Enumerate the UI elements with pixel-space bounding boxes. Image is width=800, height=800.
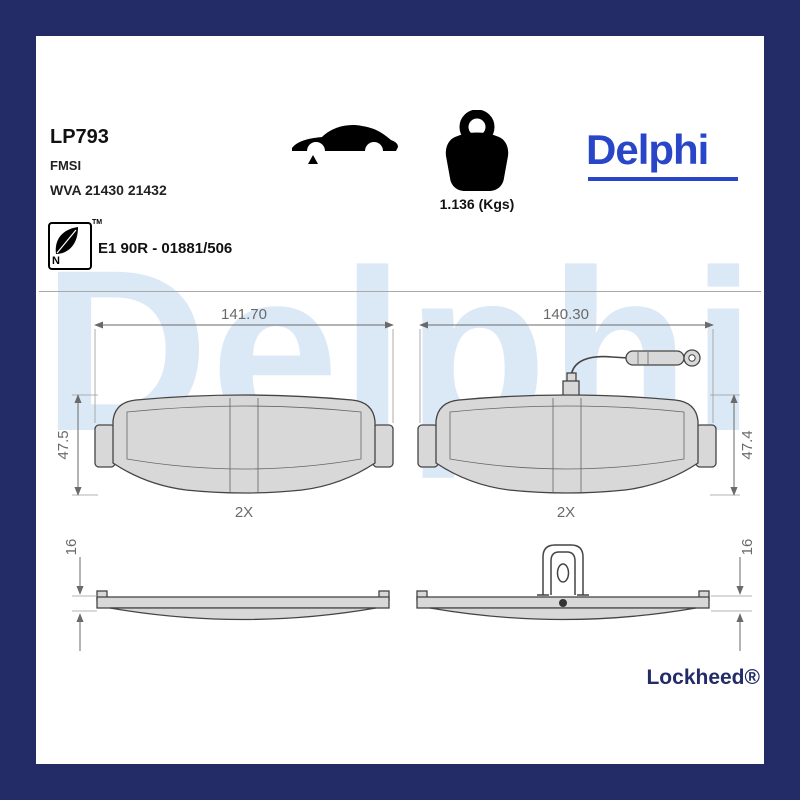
technical-drawing: 141.70 47.5 2X 140.30	[55, 306, 756, 651]
brake-pad-datasheet: Delphi LP793 FMSI WVA 21430 21432 1.136 …	[36, 36, 764, 764]
right-pad-tab	[417, 424, 439, 468]
right-pad-outline	[435, 394, 699, 494]
retaining-clip-loop	[556, 563, 570, 583]
leaf-icon	[55, 227, 78, 254]
eco-n-label: N	[52, 255, 60, 267]
header-divider	[39, 291, 761, 292]
wear-sensor-wire	[570, 355, 629, 380]
wear-sensor-body	[625, 350, 685, 366]
right-height-dim: 47.4	[739, 430, 756, 459]
left-pad-outline	[112, 394, 376, 494]
left-pad-tab	[372, 424, 394, 468]
delphi-logo-underline	[588, 177, 738, 181]
delphi-logo: Delphi	[586, 126, 709, 173]
right-profile-rivet	[559, 599, 567, 607]
right-width-dim: 140.30	[543, 306, 589, 323]
part-number: LP793	[50, 126, 109, 148]
right-thickness-dim: 16	[739, 539, 756, 556]
left-thickness-dim: 16	[63, 539, 80, 556]
left-height-dim: 47.5	[55, 430, 72, 459]
weight-icon	[445, 110, 509, 191]
retaining-clip-outer	[537, 544, 589, 596]
left-profile-friction	[109, 607, 377, 621]
left-profile-plate	[96, 596, 390, 609]
fmsi-label: FMSI	[50, 158, 82, 173]
wear-sensor-eyelet-hole	[688, 354, 696, 362]
eco-leaf-icon: N	[48, 222, 92, 270]
left-pad-friction-line	[126, 405, 362, 470]
right-pad-friction-line	[449, 405, 685, 470]
left-qty-label: 2X	[235, 504, 253, 521]
lockheed-logo: Lockheed®	[646, 666, 760, 689]
retaining-clip-inner	[550, 551, 576, 595]
wva-number: WVA 21430 21432	[50, 182, 167, 198]
car-icon	[292, 125, 398, 164]
right-qty-label: 2X	[557, 504, 575, 521]
right-profile-friction	[429, 607, 697, 621]
right-pad-tab	[695, 424, 717, 468]
weight-value: 1.136 (Kgs)	[439, 196, 515, 212]
trademark-label: TM	[92, 219, 103, 226]
left-width-dim: 141.70	[221, 306, 267, 323]
approval-number: E1 90R - 01881/506	[98, 240, 233, 257]
left-pad-tab	[94, 424, 116, 468]
